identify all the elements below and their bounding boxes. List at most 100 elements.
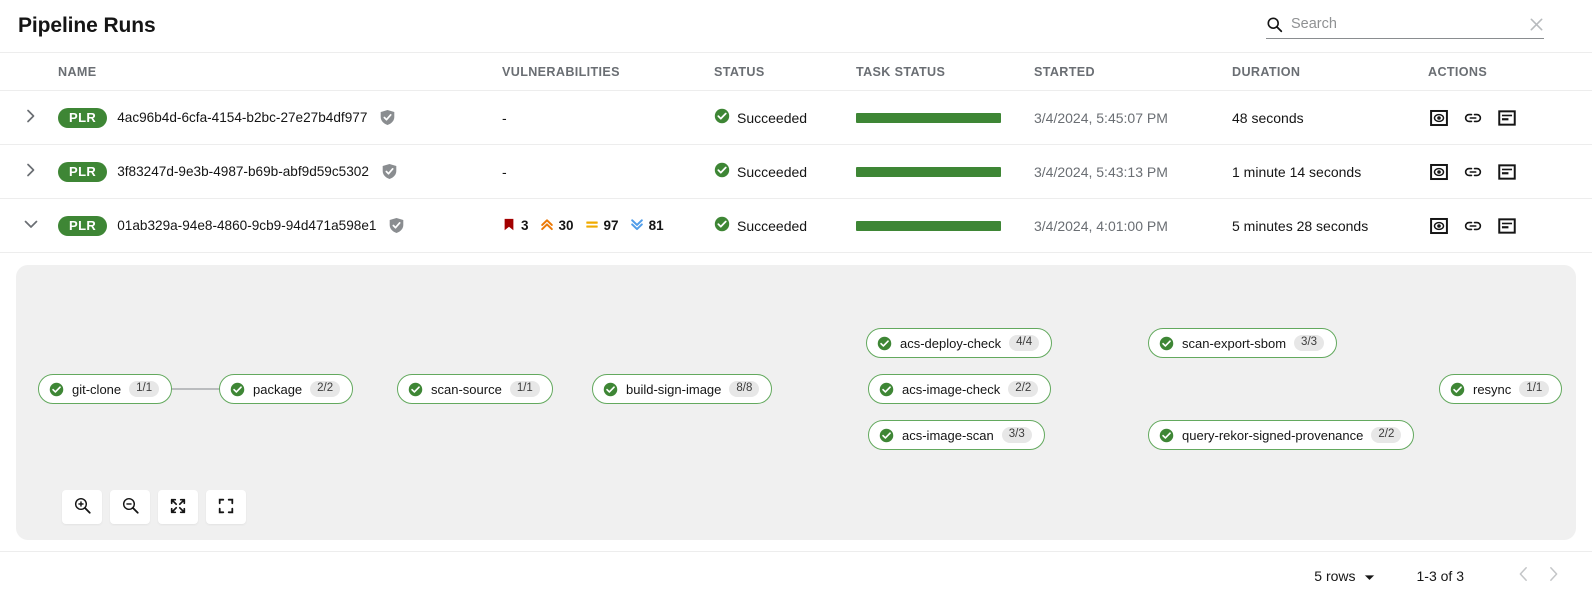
view-output-icon — [1430, 217, 1448, 238]
vulnerability-count: 30 — [558, 218, 574, 233]
row-expand-toggle[interactable] — [14, 101, 48, 135]
resource-type-badge: PLR — [58, 107, 108, 128]
pipeline-task-node[interactable]: acs-deploy-check 4/4 — [866, 328, 1053, 358]
vulnerability-count: 3 — [521, 218, 529, 233]
graph-controls — [62, 490, 246, 524]
vulnerability-moderate: 97 — [585, 217, 619, 235]
run-name-link[interactable]: 4ac96b4d-6cfa-4154-b2bc-27e27b4df977 — [117, 110, 368, 125]
pipeline-task-node[interactable]: package 2/2 — [219, 374, 354, 404]
task-status-bar-fill — [856, 220, 1001, 231]
task-node-count: 1/1 — [509, 381, 540, 397]
task-status-bar — [856, 220, 1001, 231]
table-body: PLR 4ac96b4d-6cfa-4154-b2bc-27e27b4df977… — [0, 90, 1592, 253]
pipeline-task-node[interactable]: scan-export-sbom 3/3 — [1148, 328, 1338, 358]
view-output-button[interactable] — [1428, 107, 1450, 129]
actions-cell — [1428, 144, 1592, 199]
run-name-link[interactable]: 3f83247d-9e3b-4987-b69b-abf9d59c5302 — [117, 164, 369, 179]
link-button[interactable] — [1462, 215, 1484, 237]
pipeline-runs-table: NAME VULNERABILITIES STATUS TASK STATUS … — [0, 52, 1592, 253]
column-header-duration: DURATION — [1232, 52, 1428, 91]
logs-button[interactable] — [1496, 107, 1518, 129]
check-circle-icon — [49, 382, 64, 397]
task-status-bar-fill — [856, 166, 1001, 177]
link-icon — [1464, 167, 1482, 184]
logs-button[interactable] — [1496, 215, 1518, 237]
row-expand-cell — [0, 144, 58, 199]
row-expand-toggle[interactable] — [14, 155, 48, 189]
duration-value: 1 minute 14 seconds — [1232, 163, 1362, 180]
task-node-label: git-clone — [72, 381, 122, 397]
check-circle-icon — [879, 382, 894, 397]
duration-value: 48 seconds — [1232, 109, 1304, 126]
row-expand-toggle[interactable] — [14, 209, 48, 243]
vulnerability-count: 81 — [648, 218, 664, 233]
pipeline-task-node[interactable]: acs-image-check 2/2 — [868, 374, 1052, 404]
link-button[interactable] — [1462, 161, 1484, 183]
task-node-count: 1/1 — [129, 381, 160, 397]
view-output-icon — [1430, 163, 1448, 184]
fit-to-view-button[interactable] — [158, 490, 198, 524]
severity-moderate-icon — [585, 217, 599, 235]
column-header-toggle — [0, 52, 58, 91]
task-node-count: 1/1 — [1519, 381, 1550, 397]
check-circle-icon — [877, 336, 892, 351]
duration-cell: 1 minute 14 seconds — [1232, 144, 1428, 199]
duration-cell: 48 seconds — [1232, 90, 1428, 145]
link-icon — [1464, 113, 1482, 130]
task-node-label: package — [253, 381, 303, 397]
pipeline-task-node[interactable]: build-sign-image 8/8 — [592, 374, 773, 404]
zoom-out-button[interactable] — [110, 490, 150, 524]
column-header-status: STATUS — [714, 52, 856, 91]
task-node-label: acs-image-check — [902, 381, 1001, 397]
zoom-out-icon — [121, 496, 140, 518]
column-header-task-status: TASK STATUS — [856, 52, 1034, 91]
table-row[interactable]: PLR 01ab329a-94e8-4860-9cb9-94d471a598e1… — [0, 198, 1592, 253]
pipeline-task-node[interactable]: scan-source 1/1 — [397, 374, 553, 404]
check-circle-icon — [714, 108, 730, 127]
pipeline-task-node[interactable]: git-clone 1/1 — [38, 374, 173, 404]
shield-check-icon — [388, 217, 405, 234]
column-header-actions: ACTIONS — [1428, 52, 1592, 91]
rows-per-page-select[interactable]: 5 rows — [1314, 568, 1374, 584]
check-circle-icon — [714, 216, 730, 235]
page-title: Pipeline Runs — [18, 14, 156, 37]
run-name-link[interactable]: 01ab329a-94e8-4860-9cb9-94d471a598e1 — [117, 218, 377, 233]
vulnerabilities-empty: - — [502, 109, 507, 126]
link-button[interactable] — [1462, 107, 1484, 129]
row-expand-cell — [0, 198, 58, 253]
started-cell: 3/4/2024, 5:43:13 PM — [1034, 144, 1232, 199]
row-expand-cell — [0, 90, 58, 145]
pipeline-task-node[interactable]: resync 1/1 — [1439, 374, 1563, 404]
status-label: Succeeded — [737, 163, 808, 180]
vulnerabilities-empty: - — [502, 163, 507, 180]
status-cell: Succeeded — [714, 198, 856, 253]
search-bar[interactable] — [1266, 14, 1544, 39]
logs-button[interactable] — [1496, 161, 1518, 183]
previous-page-button[interactable] — [1508, 561, 1538, 591]
resource-type-badge: PLR — [58, 161, 108, 182]
actions-cell — [1428, 198, 1592, 253]
chevron-down-icon — [23, 216, 39, 235]
table-row[interactable]: PLR 3f83247d-9e3b-4987-b69b-abf9d59c5302… — [0, 144, 1592, 199]
task-status-cell — [856, 198, 1034, 253]
search-input[interactable] — [1291, 16, 1521, 32]
pipeline-task-node[interactable]: acs-image-scan 3/3 — [868, 420, 1045, 450]
vulnerabilities-cell: - — [502, 90, 714, 145]
reset-view-button[interactable] — [206, 490, 246, 524]
status-label: Succeeded — [737, 217, 808, 234]
vulnerabilities-cell: 3 30 97 81 — [502, 198, 714, 253]
zoom-in-button[interactable] — [62, 490, 102, 524]
task-status-bar — [856, 166, 1001, 177]
column-header-name: NAME — [58, 52, 502, 91]
started-timestamp: 3/4/2024, 5:43:13 PM — [1034, 163, 1168, 180]
table-row[interactable]: PLR 4ac96b4d-6cfa-4154-b2bc-27e27b4df977… — [0, 90, 1592, 145]
severity-low-icon — [630, 217, 644, 235]
view-output-button[interactable] — [1428, 161, 1450, 183]
next-page-button[interactable] — [1538, 561, 1568, 591]
task-node-label: resync — [1473, 381, 1512, 397]
close-icon[interactable] — [1529, 17, 1544, 32]
vulnerability-important: 30 — [540, 217, 574, 235]
task-status-bar-fill — [856, 112, 1001, 123]
view-output-button[interactable] — [1428, 215, 1450, 237]
pipeline-task-node[interactable]: query-rekor-signed-provenance 2/2 — [1148, 420, 1415, 450]
